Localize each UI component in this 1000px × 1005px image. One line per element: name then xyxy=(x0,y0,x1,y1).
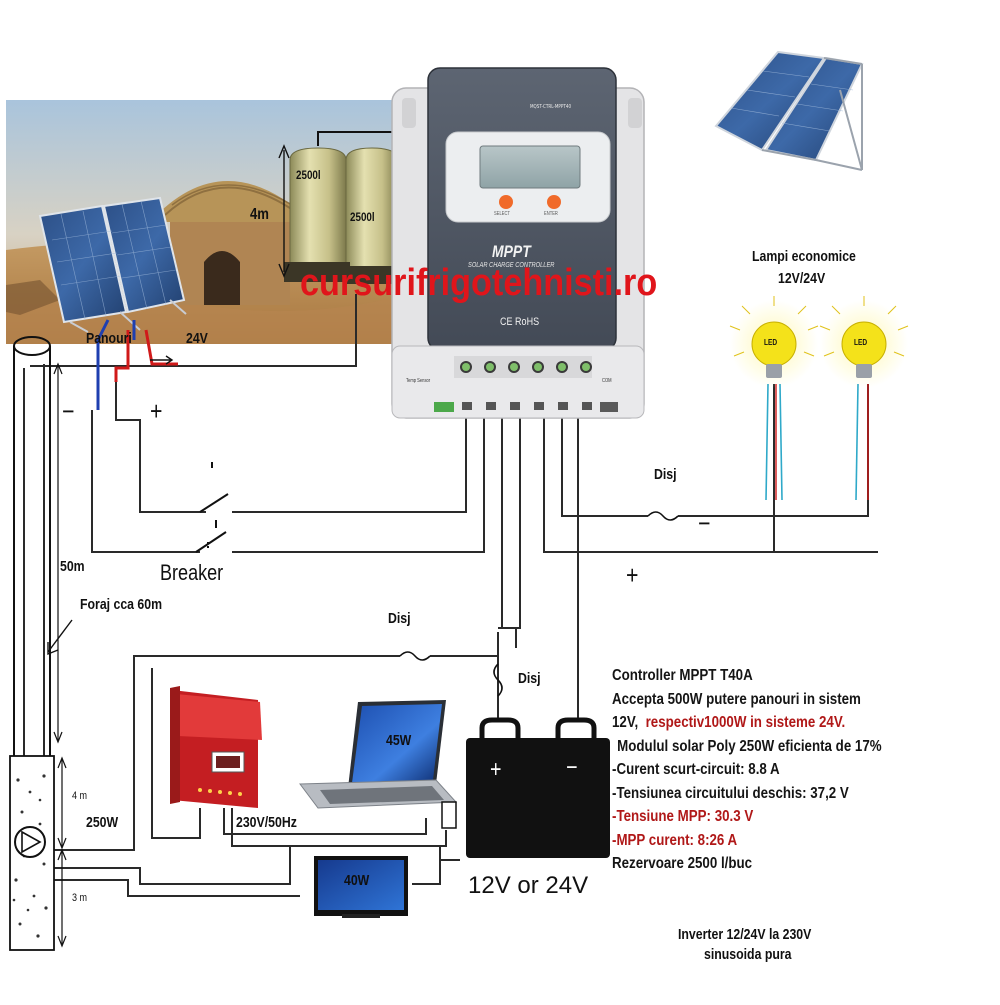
well-label: Foraj cca 60m xyxy=(80,596,163,613)
disj-right-label: Disj xyxy=(654,466,677,483)
info-line-3: 12V, respectiv1000W in sisteme 24V. xyxy=(612,711,882,735)
tv-power-label: 40W xyxy=(344,872,370,889)
borehole xyxy=(9,336,73,951)
solar-panel-product xyxy=(714,50,864,171)
panels-voltage: 24V xyxy=(186,330,208,347)
led-lamp-2 xyxy=(819,296,909,501)
controller-cert: CE RoHS xyxy=(500,316,540,328)
tank-right-label: 2500l xyxy=(350,210,375,224)
fuse-disj-mid[interactable] xyxy=(493,663,503,697)
lamps-voltage: 12V/24V xyxy=(778,270,826,287)
lamps-title: Lampi economice xyxy=(752,248,856,265)
battery-plus: + xyxy=(490,756,502,783)
depth-50m-label: 50m xyxy=(60,558,85,575)
info-line-4: Modulul solar Poly 250W eficienta de 17% xyxy=(617,737,882,755)
inverter-note-line-1: Inverter 12/24V la 230V xyxy=(678,926,812,943)
minus-left: − xyxy=(62,396,75,426)
spec-info: Controller MPPT T40A Accepta 500W putere… xyxy=(612,664,882,876)
battery-minus: − xyxy=(566,754,578,781)
controller-com-label: COM xyxy=(602,378,612,384)
breaker-label: Breaker xyxy=(160,560,224,585)
fuse-disj-right[interactable] xyxy=(647,511,679,521)
info-line-5: -Curent scurt-circuit: 8.8 A xyxy=(612,761,780,778)
enter-button[interactable] xyxy=(547,195,561,209)
controller-temp-sensor-label: Temp Sensor xyxy=(406,378,431,384)
battery-icon xyxy=(466,717,610,858)
led-lamp-1 xyxy=(729,296,819,501)
disj-mid-label: Disj xyxy=(518,670,541,687)
inverter-note-line-2: sinusoida pura xyxy=(704,946,792,963)
pump-depth-3m: 3 m xyxy=(72,892,88,904)
info-line-8: -MPP curent: 8:26 A xyxy=(612,831,738,849)
controller-enter-label: ENTER xyxy=(544,211,558,217)
pump-depth-4m: 4 m xyxy=(72,790,88,802)
water-tanks xyxy=(278,131,402,284)
pump-power-label: 250W xyxy=(86,814,119,831)
breaker-switch[interactable] xyxy=(195,462,229,553)
info-line-9: Rezervoare 2500 l/buc xyxy=(612,855,753,872)
flow-arrow-icon xyxy=(150,355,174,365)
info-line-3b: respectiv1000W in sisteme 24V. xyxy=(645,714,846,731)
disj-top-label: Disj xyxy=(388,610,411,627)
controller-select-label: SELECT xyxy=(494,211,510,217)
brand-watermark: cursurifrigotehnisti.ro xyxy=(300,262,658,304)
info-line-6: -Tensiunea circuitului deschis: 37,2 V xyxy=(612,784,849,802)
laptop-icon xyxy=(299,700,458,829)
plus-right: + xyxy=(626,560,639,590)
inverter-icon xyxy=(170,686,262,808)
tank-height-label: 4m xyxy=(250,206,269,223)
terminal-block xyxy=(434,356,618,412)
tv-icon xyxy=(314,856,408,918)
select-button[interactable] xyxy=(499,195,513,209)
solar-panels-photo xyxy=(38,196,187,333)
hut xyxy=(150,181,312,305)
fuse-disj-top[interactable] xyxy=(399,651,431,661)
info-line-7: -Tensiune MPP: 30.3 V xyxy=(612,808,754,825)
panels-label: Panouri xyxy=(86,330,132,347)
controller-brand: MPPT xyxy=(492,242,531,261)
controller-subtitle: SOLAR CHARGE CONTROLLER xyxy=(468,262,555,269)
wiring xyxy=(23,294,878,897)
controller-model-line: MQST-CTRL-MPPT40 xyxy=(530,104,572,110)
plus-left: + xyxy=(150,396,163,426)
panel-leads xyxy=(96,319,178,410)
laptop-power-label: 45W xyxy=(386,732,412,749)
led-2-label: LED xyxy=(854,338,868,347)
led-1-label: LED xyxy=(764,338,778,347)
tank-left-label: 2500l xyxy=(296,168,321,182)
minus-right: − xyxy=(698,508,711,538)
info-line-2: Accepta 500W putere panouri in sistem xyxy=(612,690,861,708)
battery-voltage-label: 12V or 24V xyxy=(468,872,589,899)
inverter-output-label: 230V/50Hz xyxy=(236,814,297,831)
info-line-1: Controller MPPT T40A xyxy=(612,667,753,684)
mppt-controller xyxy=(391,67,645,419)
info-line-3a: 12V, xyxy=(612,714,639,731)
